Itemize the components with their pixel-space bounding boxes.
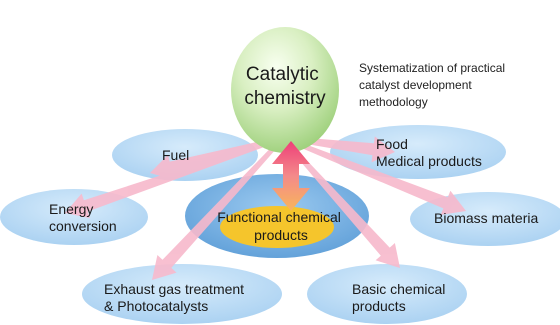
biomass-label: Biomass materia bbox=[434, 210, 538, 226]
ellipse-basic bbox=[307, 264, 467, 324]
energy-label: Energy conversion bbox=[49, 201, 117, 234]
basic-label: Basic chemical products bbox=[352, 281, 449, 314]
food-label: Food Medical products bbox=[376, 136, 482, 169]
arrow-to-energy bbox=[65, 136, 284, 219]
arrow-to-basic bbox=[281, 136, 400, 268]
arrow-to-exhaust bbox=[152, 136, 285, 280]
core-label: Functional chemical products bbox=[217, 209, 345, 243]
core-highlight bbox=[220, 206, 334, 248]
arrow-to-biomass bbox=[282, 136, 466, 215]
ellipse-food bbox=[330, 125, 506, 179]
ellipse-exhaust bbox=[82, 264, 282, 324]
fuel-label: Fuel bbox=[162, 147, 189, 163]
exhaust-label: Exhaust gas treatment & Photocatalysts bbox=[104, 281, 248, 314]
center-label: Catalytic chemistry bbox=[244, 64, 326, 109]
double-arrow bbox=[272, 141, 310, 211]
radiating-arrows bbox=[65, 136, 466, 280]
methodology-note: Systematization of practical catalyst de… bbox=[359, 61, 508, 109]
catalytic-chemistry-egg bbox=[231, 27, 339, 153]
ellipse-fuel bbox=[112, 129, 258, 181]
